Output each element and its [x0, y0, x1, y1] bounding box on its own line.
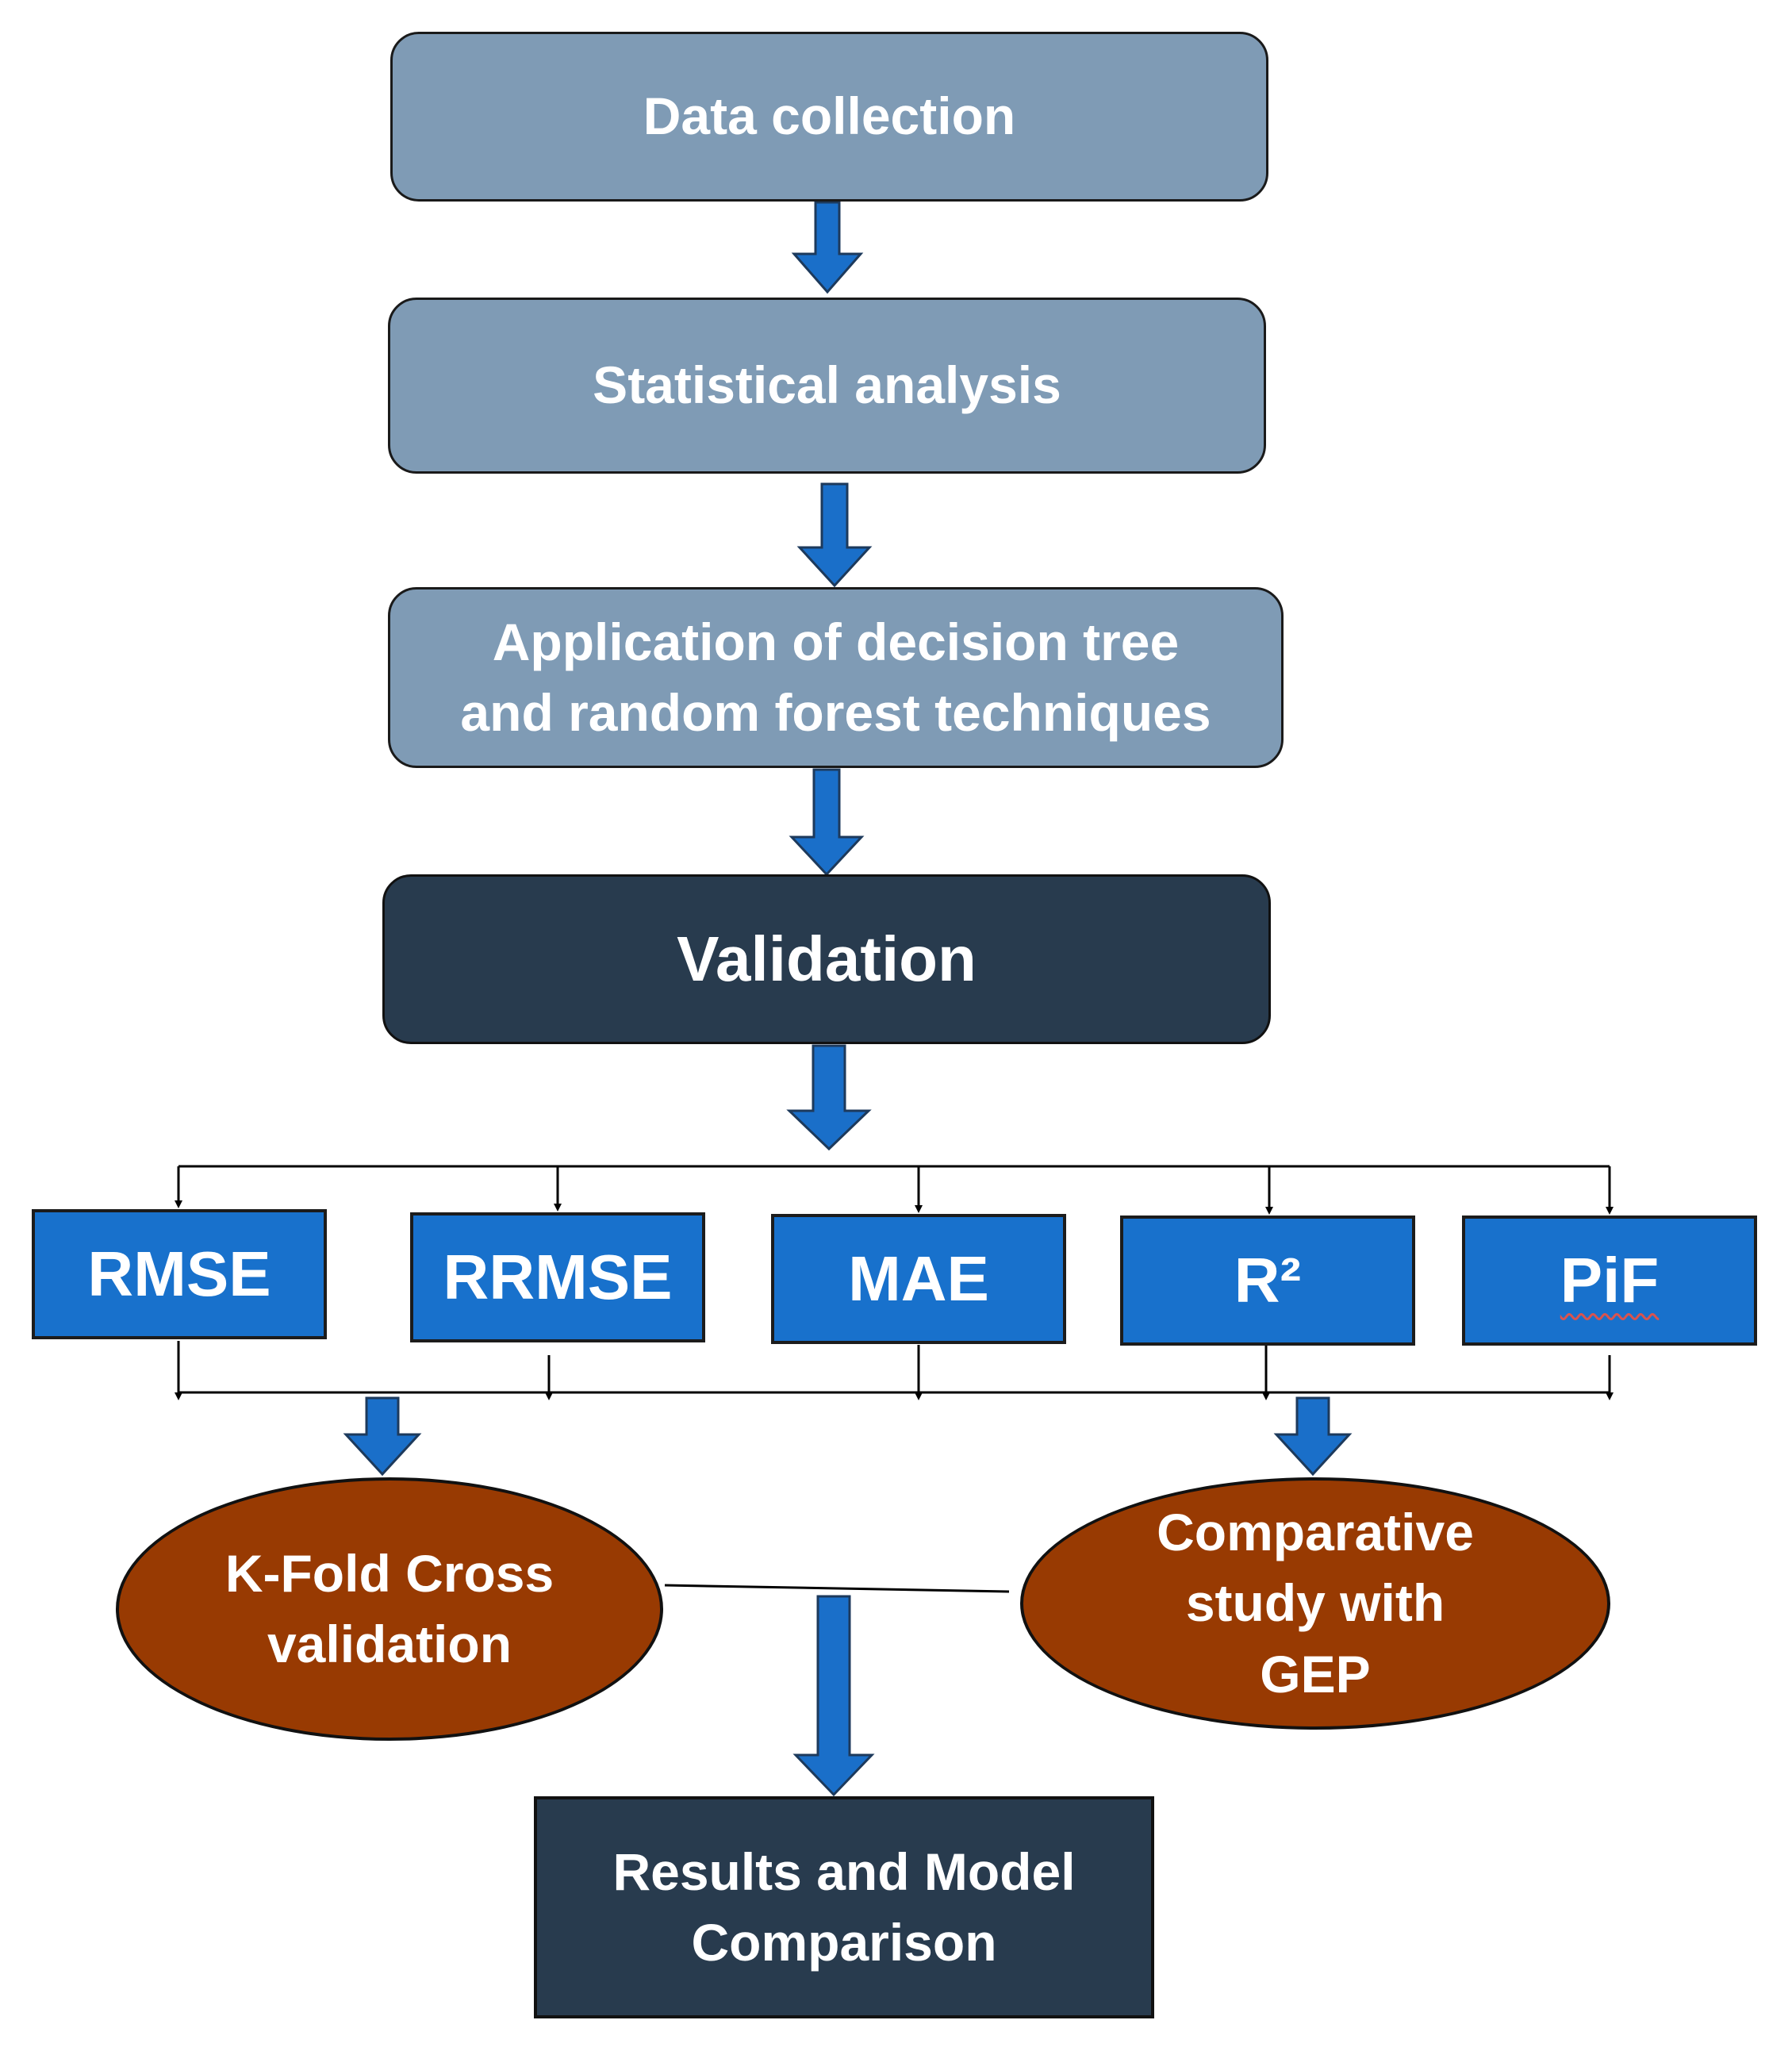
results-label-line2: Comparison: [691, 1913, 997, 1972]
validation-box: Validation: [382, 874, 1271, 1044]
arrow-collection-to-analysis: [791, 201, 864, 294]
rrmse-label: RRMSE: [443, 1242, 673, 1312]
rrmse-box: RRMSE: [410, 1212, 705, 1342]
arrow-metrics-to-gep: [1273, 1396, 1353, 1477]
results-model-comparison-box: Results and Model Comparison: [534, 1796, 1154, 2018]
kfold-label-line1: K-Fold Cross: [224, 1543, 554, 1603]
gep-label-line2: study with: [1185, 1573, 1445, 1633]
r2-box: R²: [1120, 1216, 1415, 1346]
arrow-metrics-to-kfold: [343, 1396, 422, 1477]
application-label-line2: and random forest techniques: [460, 683, 1211, 742]
application-label-line1: Application of decision tree: [492, 612, 1180, 671]
statistical-analysis-box: Statistical analysis: [388, 298, 1266, 474]
data-collection-box: Data collection: [390, 32, 1268, 202]
pif-label: PiF: [1560, 1245, 1660, 1315]
validation-label: Validation: [677, 924, 977, 994]
mae-label: MAE: [848, 1243, 989, 1314]
arrow-validation-to-metrics: [786, 1044, 872, 1151]
rmse-label: RMSE: [87, 1239, 271, 1309]
pif-box: PiF: [1462, 1216, 1757, 1346]
metrics-distribution-line: [175, 1165, 1614, 1215]
gep-label-line1: Comparative: [1157, 1503, 1474, 1562]
arrow-application-to-validation: [789, 768, 865, 877]
arrow-to-results: [792, 1595, 875, 1797]
statistical-analysis-label: Statistical analysis: [593, 355, 1061, 415]
kfold-cross-validation-ellipse: K-Fold Cross validation: [116, 1477, 663, 1741]
r2-label: R²: [1234, 1245, 1302, 1315]
kfold-label-line2: validation: [267, 1615, 512, 1673]
metrics-collection-line: [175, 1341, 1614, 1400]
data-collection-label: Data collection: [643, 86, 1016, 146]
gep-comparative-study-ellipse: Comparative study with GEP: [1020, 1477, 1610, 1730]
application-techniques-box: Application of decision tree and random …: [388, 587, 1284, 768]
gep-label-line3: GEP: [1260, 1644, 1371, 1703]
mae-box: MAE: [771, 1214, 1066, 1344]
ellipse-connector-line: [664, 1584, 1010, 1593]
arrow-analysis-to-application: [796, 482, 873, 588]
rmse-box: RMSE: [32, 1209, 327, 1339]
results-label-line1: Results and Model: [612, 1842, 1076, 1901]
